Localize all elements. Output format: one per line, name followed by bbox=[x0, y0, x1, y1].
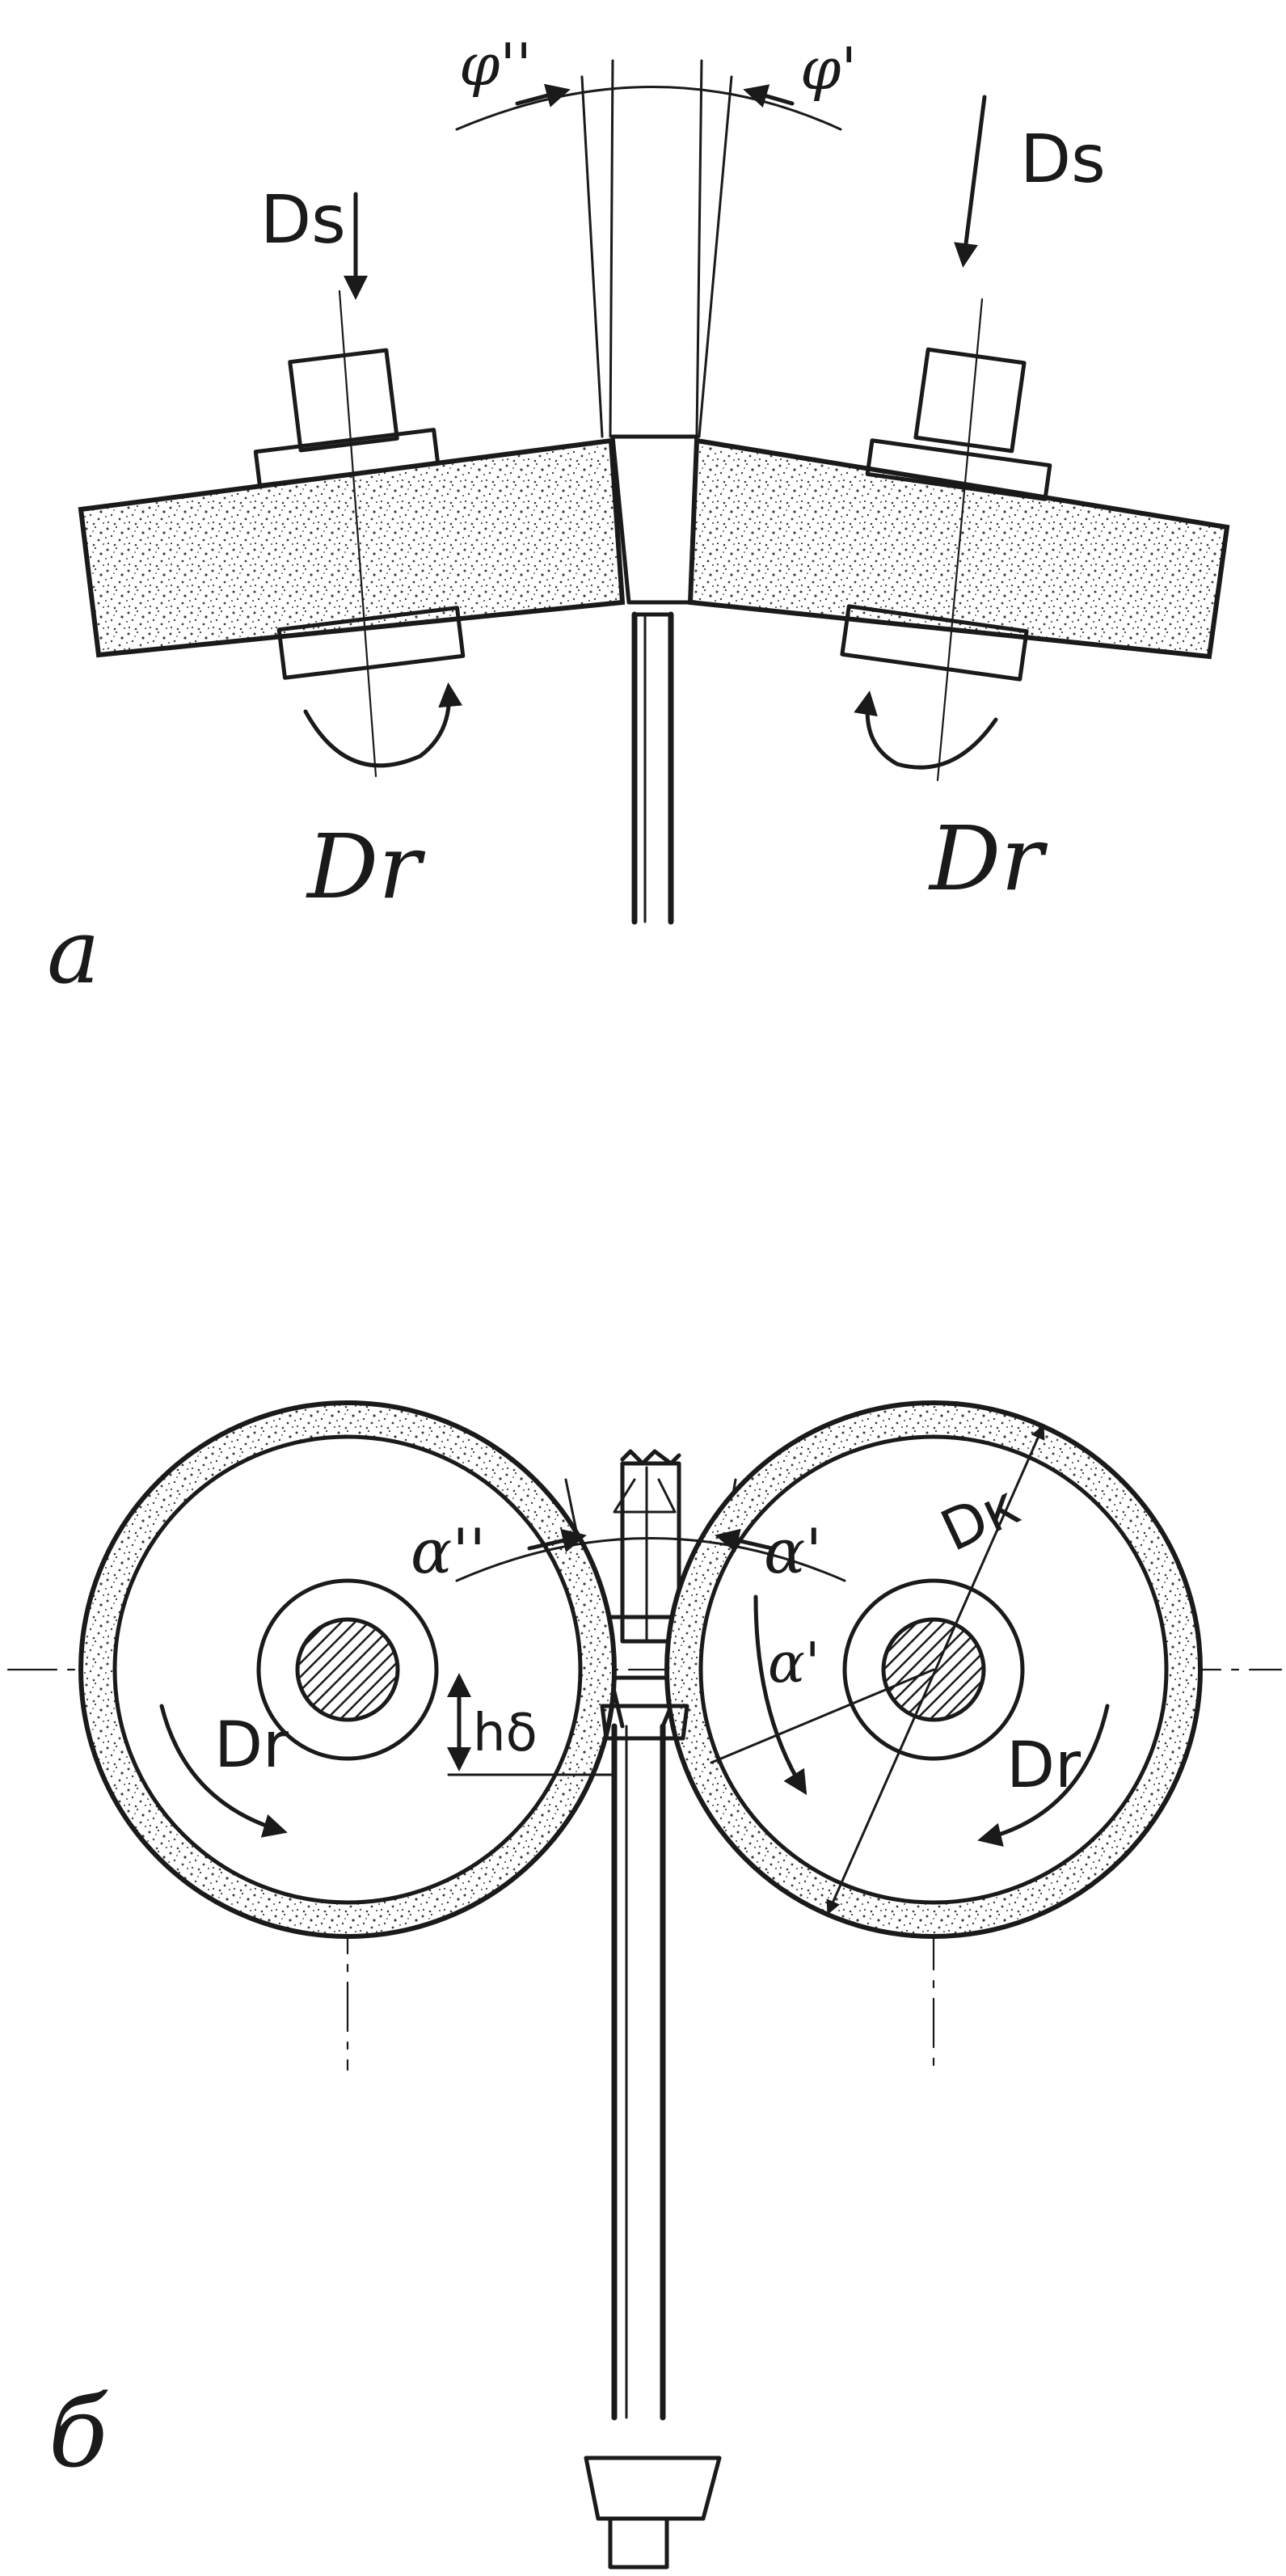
rotation-label-left-b: Dr bbox=[214, 1709, 289, 1782]
rotation-arrow-left-a bbox=[303, 682, 463, 768]
tool-body-b bbox=[584, 1449, 722, 2570]
grinding-wheel-left-a bbox=[78, 289, 626, 778]
rotation-label-right-a: Dr bbox=[928, 807, 1048, 910]
angle-label-alpha-double-prime: α'' bbox=[411, 1515, 486, 1587]
panel-label-b: б bbox=[48, 2377, 108, 2489]
angle-label-phi-prime: φ' bbox=[800, 35, 857, 103]
inner-angle-label: α' bbox=[768, 1632, 820, 1696]
tool-tip-b bbox=[600, 1704, 689, 1741]
height-dimension-b bbox=[447, 1673, 616, 1776]
angle-label-alpha-prime: α' bbox=[764, 1515, 822, 1587]
angle-arc-b bbox=[455, 1528, 846, 1582]
inner-angle-arc-b bbox=[753, 1594, 807, 1796]
rotation-arrow-right-a bbox=[854, 690, 998, 770]
panel-label-a: a bbox=[47, 900, 100, 1003]
grinding-wheel-right-a bbox=[687, 298, 1230, 782]
rotation-arrow-left-b bbox=[159, 1704, 288, 1838]
radial-line-b bbox=[710, 1668, 935, 1764]
angle-label-phi-double-prime: φ'' bbox=[459, 31, 532, 99]
angle-arc-a bbox=[455, 83, 842, 131]
rotation-arrow-right-b bbox=[977, 1704, 1110, 1847]
diameter-dimension-b bbox=[826, 1424, 1045, 1915]
rotation-label-right-b: Dr bbox=[1006, 1729, 1082, 1802]
height-label: hδ bbox=[473, 1704, 538, 1763]
grinding-wheel-left-b bbox=[78, 1400, 617, 1939]
feed-label-left: Ds bbox=[260, 182, 346, 259]
feed-label-right: Ds bbox=[1020, 121, 1106, 198]
rotation-label-left-a: Dr bbox=[306, 815, 426, 918]
part-b-view: α'' α' α' Dк hδ Dr Dr б bbox=[6, 1400, 1283, 2570]
tool-body-a bbox=[631, 611, 674, 925]
part-a-view: φ'' φ' Ds Ds Dr Dr a bbox=[47, 31, 1230, 1003]
feed-arrow-right bbox=[954, 95, 987, 268]
